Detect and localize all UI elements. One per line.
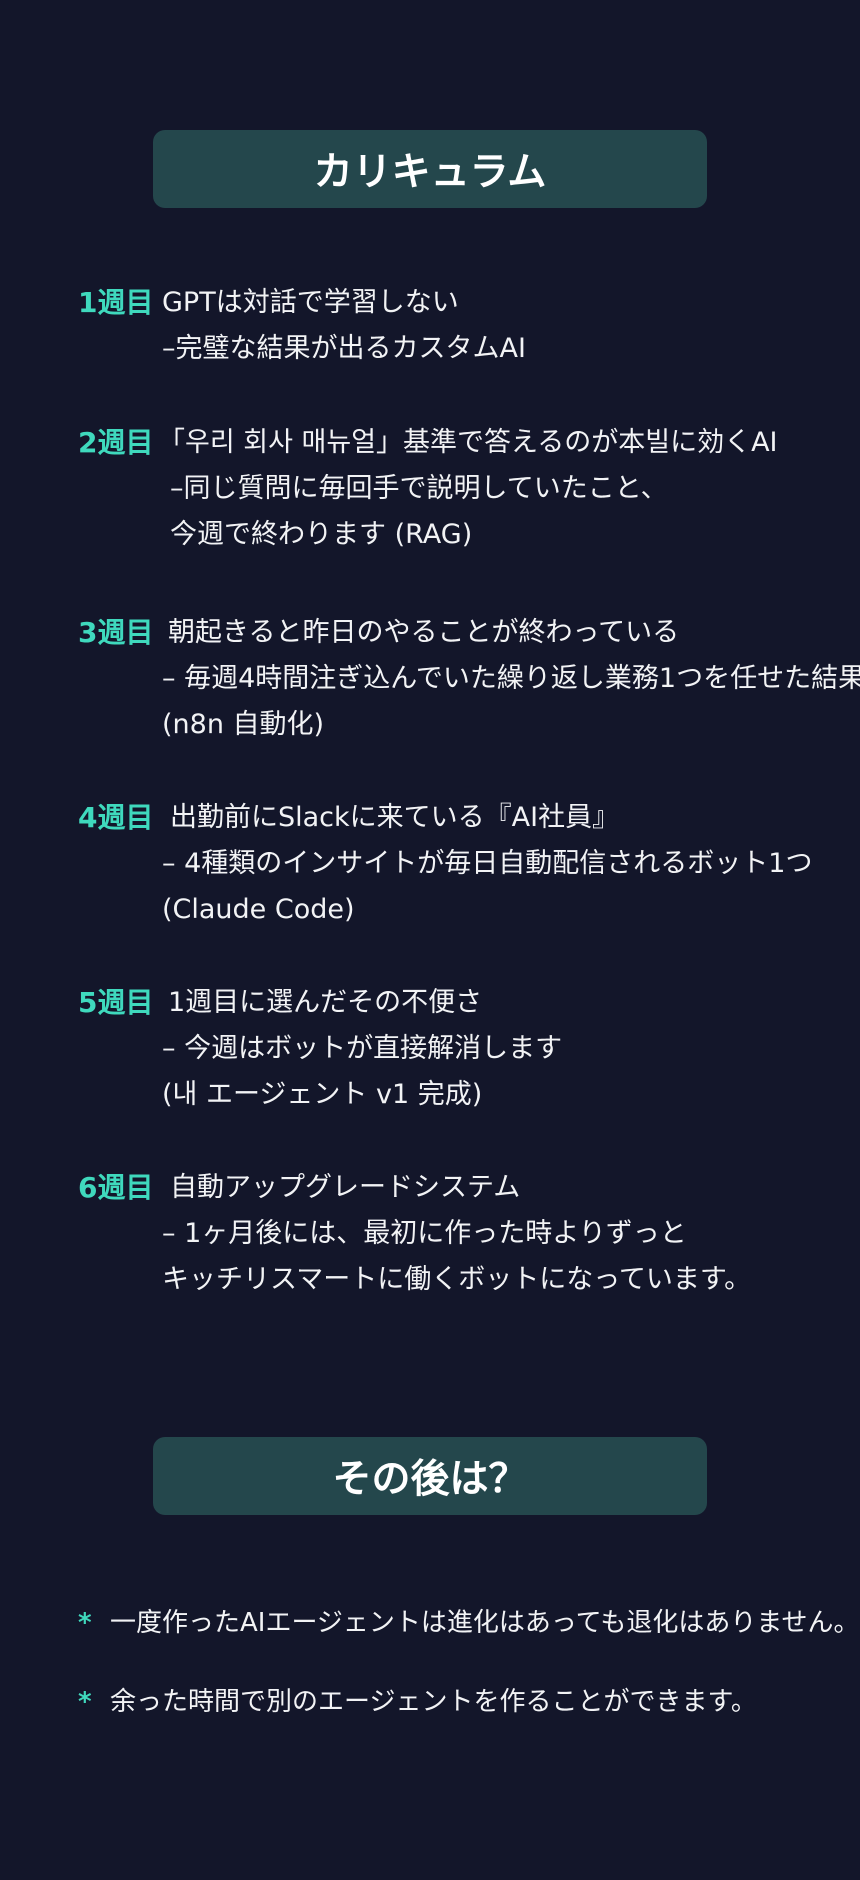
note-text: 余った時間で別のエージェントを作ることができます。 xyxy=(110,1687,757,1717)
asterisk-icon: * xyxy=(78,1608,92,1638)
week-label: 6週目 xyxy=(78,1171,154,1204)
week-description: –完璧な結果が出るカスタムAI xyxy=(162,326,526,372)
week-title: 1週目に選んだその不便さ xyxy=(168,987,483,1018)
week-description: – 毎週4時間注ぎ込んでいた繰り返し業務1つを任せた結果 (n8n 自動化) xyxy=(162,656,860,748)
description-line: (내 エージェント v1 完成) xyxy=(162,1079,483,1110)
week-label: 5週目 xyxy=(78,986,154,1019)
note-text: 一度作ったAIエージェントは進化はあっても退化はありません。 xyxy=(110,1608,860,1638)
after-heading: その後は？ xyxy=(153,1437,707,1515)
description-line: – 今週はボットが直接解消します xyxy=(162,1033,563,1064)
week-description: –同じ質問に毎回手で説明していたこと、 今週で終わります (RAG) xyxy=(170,466,668,558)
description-line: –完璧な結果が出るカスタムAI xyxy=(162,333,526,364)
week-description: – 今週はボットが直接解消します (내 エージェント v1 完成) xyxy=(162,1026,562,1118)
description-line: –同じ質問に毎回手で説明していたこと、 xyxy=(170,473,668,504)
week-label: 2週目 xyxy=(78,426,154,459)
description-line: (Claude Code) xyxy=(162,894,355,925)
week-label: 3週目 xyxy=(78,616,154,649)
description-line: (n8n 自動化) xyxy=(162,709,325,740)
week-label: 4週目 xyxy=(78,801,154,834)
description-line: 今週で終わります (RAG) xyxy=(170,519,473,550)
asterisk-icon: * xyxy=(78,1687,92,1717)
description-line: – 4種類のインサイトが毎日自動配信されるボット1つ xyxy=(162,848,813,879)
after-note-2: * 余った時間で別のエージェントを作ることができます。 xyxy=(78,1682,757,1722)
week-title: 「우리 회사 매뉴얼」基準で答えるのが本빌に効くAI xyxy=(158,427,778,458)
description-line: – 1ヶ月後には、最初に作った時よりずっと xyxy=(162,1218,687,1249)
week-label: 1週目 xyxy=(78,286,154,319)
description-line: – 毎週4時間注ぎ込んでいた繰り返し業務1つを任せた結果 xyxy=(162,663,860,694)
description-line: キッチリスマートに働くボットになっています。 xyxy=(162,1264,752,1295)
week-title: 出勤前にSlackに来ている『AI社員』 xyxy=(170,802,620,833)
week-title: 自動アップグレードシステム xyxy=(170,1172,521,1203)
week-title: 朝起きると昨日のやることが終わっている xyxy=(168,617,680,648)
week-title: GPTは対話で学習しない xyxy=(162,287,459,318)
week-description: – 4種類のインサイトが毎日自動配信されるボット1つ (Claude Code) xyxy=(162,841,812,933)
week-description: – 1ヶ月後には、最初に作った時よりずっと キッチリスマートに働くボットになって… xyxy=(162,1211,751,1303)
after-note-1: * 一度作ったAIエージェントは進化はあっても退化はありません。 xyxy=(78,1603,860,1643)
curriculum-heading: カリキュラム xyxy=(153,130,707,208)
